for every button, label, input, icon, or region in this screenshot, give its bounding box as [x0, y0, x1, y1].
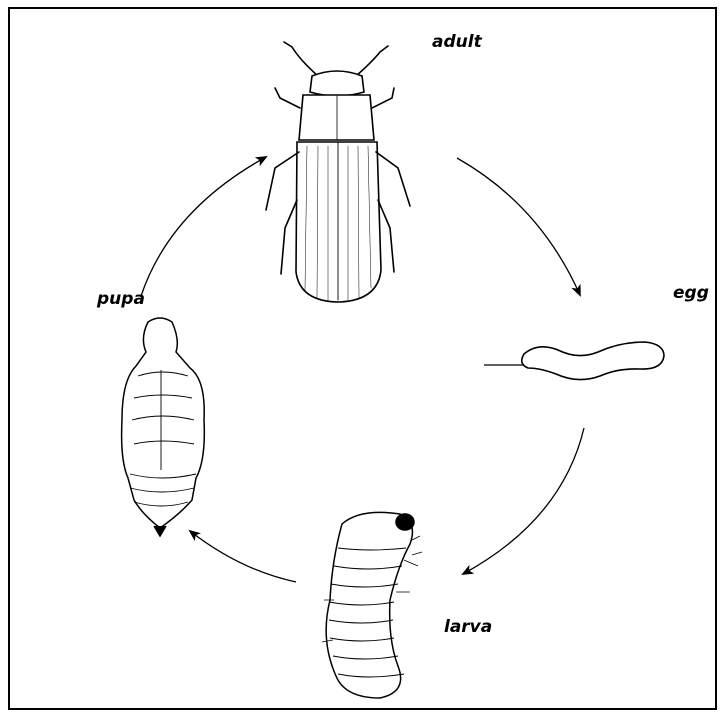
arrow-larva-to-pupa	[190, 531, 296, 582]
pupa-icon	[122, 318, 205, 536]
arrow-pupa-to-adult	[141, 157, 266, 296]
label-larva: larva	[444, 617, 492, 637]
arrow-egg-to-larva	[463, 428, 584, 574]
beetle-adult-icon	[266, 42, 410, 302]
larva-icon	[322, 512, 422, 698]
label-adult: adult	[432, 32, 482, 52]
label-pupa: pupa	[97, 289, 145, 309]
arrow-adult-to-egg	[457, 158, 580, 295]
label-egg: egg	[673, 283, 709, 303]
egg-icon	[484, 342, 664, 380]
